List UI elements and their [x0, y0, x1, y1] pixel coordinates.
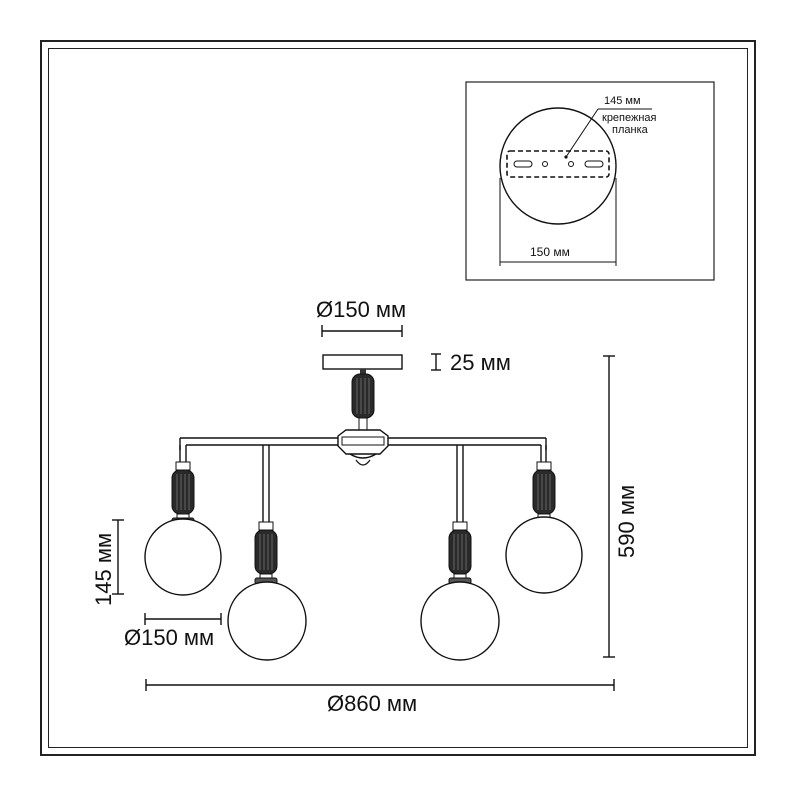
- shade-diameter-dimension: Ø150 мм: [124, 613, 222, 650]
- plate-slot-left: [513, 160, 533, 168]
- lamp-outer-right: [505, 445, 583, 594]
- inset-panel: 145 мм крепежная планка 150 мм: [465, 81, 715, 281]
- canopy-diameter-label: Ø150 мм: [316, 297, 406, 322]
- central-stem-top: [360, 369, 366, 375]
- plate-leader-line: [565, 108, 599, 158]
- total-diameter-dimension: Ø860 мм: [145, 679, 615, 716]
- hub-finial: [355, 459, 371, 466]
- canopy-height-label: 25 мм: [450, 350, 511, 375]
- globe-shade: [227, 581, 307, 661]
- plate-hole-right: [568, 161, 574, 167]
- lamp-inner-left: [227, 445, 307, 661]
- lamp-outer-left: [144, 445, 222, 596]
- plate-slot-right: [584, 160, 604, 168]
- inset-depth-label: 145 мм: [604, 95, 641, 107]
- canopy-height-dimension: 25 мм: [431, 350, 511, 375]
- shade-diameter-label: Ø150 мм: [124, 625, 214, 650]
- hub-band: [341, 436, 385, 446]
- plate-hole-left: [542, 161, 548, 167]
- plate-label-line1: крепежная: [602, 112, 657, 124]
- shade-height-label: 145 мм: [91, 533, 116, 606]
- plate-label-line2: планка: [612, 124, 649, 136]
- total-height-label: 590 мм: [614, 485, 639, 558]
- globe-shade: [144, 518, 222, 596]
- globe-shade: [505, 516, 583, 594]
- central-neck: [358, 417, 368, 431]
- inset-box: [465, 81, 715, 281]
- globe-shade: [420, 581, 500, 661]
- total-height-dimension: 590 мм: [603, 355, 639, 658]
- mounting-plate: [506, 150, 610, 178]
- shade-height-dimension: 145 мм: [91, 519, 124, 606]
- central-ribs: [356, 378, 370, 414]
- outer-frame: [40, 40, 756, 756]
- central-ribbed-holder: [351, 373, 375, 419]
- hub-bottom-curve: [349, 453, 377, 459]
- canopy: [322, 354, 403, 370]
- total-diameter-label: Ø860 мм: [327, 691, 417, 716]
- chandelier-drawing: [144, 354, 583, 661]
- canopy-diameter-dimension: Ø150 мм: [316, 297, 406, 337]
- canopy-top-circle: [499, 107, 617, 225]
- lamp-inner-right: [420, 445, 500, 661]
- inner-frame: [48, 48, 748, 748]
- inset-width-label: 150 мм: [530, 245, 570, 259]
